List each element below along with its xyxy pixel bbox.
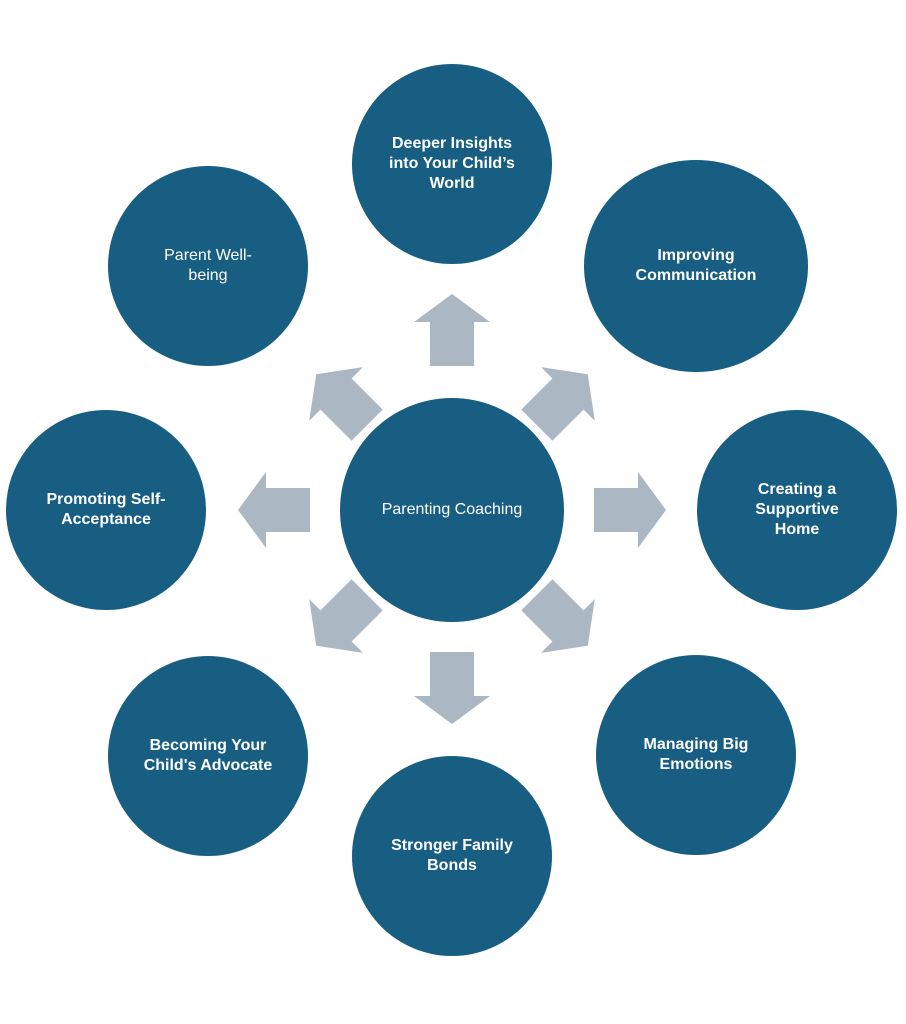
node-left-label: Promoting Self-Acceptance: [46, 491, 166, 528]
node-bottom-right: Managing Big Emotions: [596, 655, 796, 855]
node-left: Promoting Self-Acceptance: [6, 410, 206, 610]
node-top: Deeper Insights into Your Child’s World: [352, 64, 552, 264]
arrow-down: [414, 652, 490, 724]
node-right-label: Creating a Supportive Home: [755, 481, 839, 538]
arrow-up-left: [309, 367, 383, 441]
arrow-up: [414, 294, 490, 366]
node-right: Creating a Supportive Home: [697, 410, 897, 610]
node-top-left: Parent Well-being: [108, 166, 308, 366]
node-bottom-label: Stronger Family Bonds: [391, 837, 513, 874]
arrow-left: [238, 472, 310, 548]
arrow-right: [594, 472, 666, 548]
node-bottom-left: Becoming Your Child's Advocate: [108, 656, 308, 856]
node-bottom-right-label: Managing Big Emotions: [643, 736, 749, 773]
node-top-right: Improving Communication: [584, 160, 808, 372]
node-bottom: Stronger Family Bonds: [352, 756, 552, 956]
center-label: Parenting Coaching: [381, 501, 523, 518]
center-circle: Parenting Coaching: [340, 398, 564, 622]
node-top-right-label: Improving Communication: [635, 247, 757, 284]
arrow-down-left: [309, 579, 383, 653]
node-top-left-label: Parent Well-being: [164, 247, 252, 284]
node-top-label: Deeper Insights into Your Child’s World: [389, 135, 515, 192]
arrow-down-right: [521, 579, 595, 653]
arrow-up-right: [521, 367, 595, 441]
node-bottom-left-label: Becoming Your Child's Advocate: [143, 737, 273, 774]
